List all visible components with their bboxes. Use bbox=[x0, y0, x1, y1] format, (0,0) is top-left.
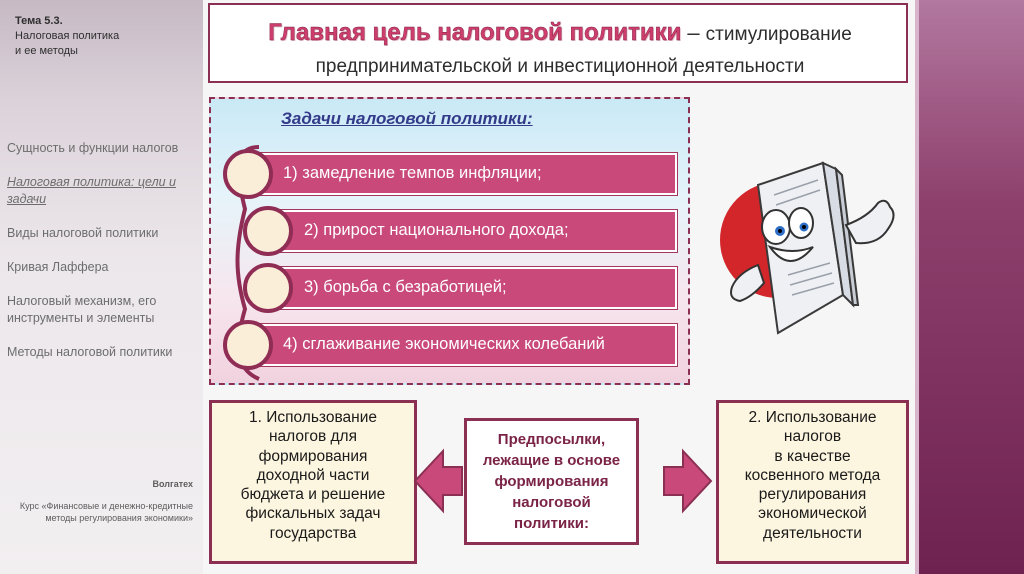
tasks-panel: Задачи налоговой политики: 1) замедление… bbox=[209, 97, 690, 385]
task-text-3: 3) борьба с безработицей; bbox=[304, 278, 507, 296]
task-item-3: 3) борьба с безработицей; bbox=[261, 267, 677, 309]
fiscal-line-3: формирования bbox=[258, 447, 368, 465]
sidebar-item-methods[interactable]: Методы налоговой политики bbox=[7, 345, 173, 359]
center-line-4: налоговой bbox=[512, 494, 591, 511]
fiscal-line-4: доходной части bbox=[256, 466, 370, 484]
topic-title-line1: Налоговая политика bbox=[15, 30, 120, 42]
task-bullet-4 bbox=[223, 320, 273, 370]
goal-header: Главная цель налоговой политики–стимулир… bbox=[208, 3, 908, 83]
tasks-title: Задачи налоговой политики: bbox=[281, 109, 533, 128]
fiscal-line-2: налогов для bbox=[269, 428, 357, 446]
arrow-left-icon bbox=[413, 448, 463, 514]
prerequisite-box-fiscal: 1. Использование налогов для формировани… bbox=[209, 400, 417, 564]
fiscal-line-5: бюджета и решение bbox=[240, 486, 386, 504]
sidebar-item-essence[interactable]: Сущность и функции налогов bbox=[7, 141, 179, 155]
sidebar-item-types[interactable]: Виды налоговой политики bbox=[7, 226, 159, 240]
goal-dash: – bbox=[687, 20, 700, 45]
slide-content: Главная цель налоговой политики–стимулир… bbox=[203, 0, 915, 574]
task-text-1: 1) замедление темпов инфляции; bbox=[283, 164, 542, 182]
task-text-2: 2) прирост национального дохода; bbox=[304, 221, 569, 239]
center-line-1: Предпосылки, bbox=[497, 431, 606, 448]
regulation-line-4: косвенного метода bbox=[744, 466, 881, 484]
task-bullet-3 bbox=[243, 263, 293, 313]
fiscal-line-1: 1. Использование bbox=[249, 409, 377, 426]
task-item-2: 2) прирост национального дохода; bbox=[261, 210, 677, 252]
center-line-2: лежащие в основе bbox=[482, 452, 621, 469]
center-line-3: формирования bbox=[494, 473, 609, 490]
fiscal-line-7: государства bbox=[269, 524, 357, 542]
regulation-line-2: налогов bbox=[783, 428, 842, 446]
task-item-4: 4) сглаживание экономических колебаний bbox=[243, 324, 677, 366]
task-item-1: 1) замедление темпов инфляции; bbox=[243, 153, 677, 195]
sidebar-item-goals[interactable]: Налоговая политика: цели и задачи bbox=[7, 175, 177, 206]
regulation-line-1: 2. Использование bbox=[748, 409, 877, 426]
prerequisites-center-box: Предпосылки, лежащие в основе формирован… bbox=[464, 418, 639, 545]
newspaper-character-illustration bbox=[720, 161, 895, 335]
topic-title-line2: и ее методы bbox=[15, 45, 78, 57]
topic-number: Тема 5.3. bbox=[15, 15, 63, 27]
goal-title: Главная цель налоговой политики bbox=[268, 19, 682, 46]
goal-description-line1: стимулирование bbox=[705, 24, 852, 45]
prerequisite-box-regulation: 2. Использование налогов в качестве косв… bbox=[716, 400, 909, 564]
sidebar-item-mechanism[interactable]: Налоговый механизм, его инструменты и эл… bbox=[7, 294, 157, 325]
task-bullet-2 bbox=[243, 206, 293, 256]
goal-description-line2: предпринимательской и инвестиционной дея… bbox=[315, 56, 805, 77]
sidebar-item-laffer[interactable]: Кривая Лаффера bbox=[7, 260, 109, 274]
topic-heading: Тема 5.3. Налоговая политика и ее методы bbox=[15, 14, 119, 59]
regulation-line-5: регулирования bbox=[758, 486, 867, 504]
decorative-band bbox=[915, 0, 919, 574]
sidebar: Тема 5.3. Налоговая политика и ее методы… bbox=[0, 0, 203, 574]
decorative-side-strip bbox=[915, 0, 1024, 574]
center-line-5: политики: bbox=[514, 515, 589, 532]
task-bullet-1 bbox=[223, 149, 273, 199]
course-label: Курс «Финансовые и денежно-кредитные мет… bbox=[19, 501, 193, 523]
arrow-right-icon bbox=[663, 448, 713, 514]
fiscal-line-6: фискальных задач bbox=[245, 505, 381, 523]
sidebar-nav: Сущность и функции налогов Налоговая пол… bbox=[7, 140, 197, 378]
regulation-line-3: в качестве bbox=[774, 447, 851, 465]
publisher-label: Волгатех bbox=[152, 479, 193, 489]
regulation-line-7: деятельности bbox=[763, 524, 862, 542]
task-text-4: 4) сглаживание экономических колебаний bbox=[283, 335, 605, 353]
regulation-line-6: экономической bbox=[758, 505, 867, 523]
